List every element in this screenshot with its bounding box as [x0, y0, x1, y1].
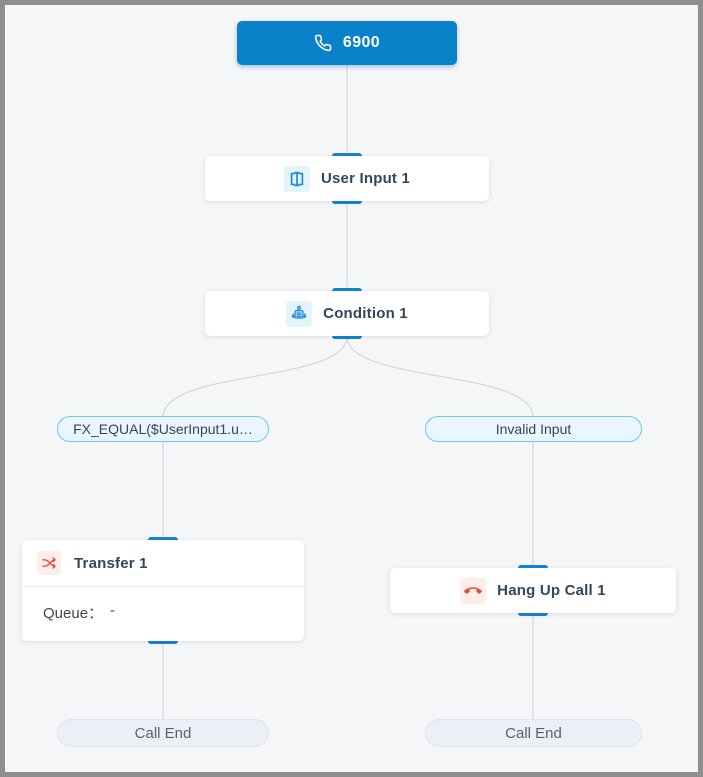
- branch-match-label: FX_EQUAL($UserInput1.u…: [73, 421, 253, 437]
- node-transfer[interactable]: Transfer 1 Queue： -: [22, 540, 304, 641]
- transfer-header: Transfer 1: [22, 540, 304, 587]
- condition-icon: [286, 300, 313, 327]
- node-user-input[interactable]: User Input 1: [205, 156, 489, 201]
- hangup-label: Hang Up Call 1: [497, 582, 606, 599]
- call-end-right-label: Call End: [505, 724, 562, 742]
- connector-edges: [162, 65, 534, 721]
- transfer-queue-field-label: Queue：: [43, 605, 104, 622]
- port-transfer-out[interactable]: [148, 638, 178, 644]
- terminal-call-end-right[interactable]: Call End: [425, 719, 642, 747]
- edge-condition-branchleft: [162, 336, 348, 418]
- node-entry-number[interactable]: 6900: [237, 21, 457, 65]
- transfer-queue-field-value: -: [110, 602, 116, 619]
- phone-icon: [314, 34, 332, 52]
- hangup-phone-icon: [460, 577, 487, 604]
- branch-invalid-input[interactable]: Invalid Input: [425, 416, 642, 442]
- transfer-queue-row: Queue： -: [22, 587, 304, 623]
- node-condition[interactable]: Condition 1: [205, 291, 489, 336]
- call-end-left-label: Call End: [134, 724, 192, 742]
- condition-label: Condition 1: [323, 305, 408, 322]
- port-condition-out[interactable]: [332, 333, 362, 339]
- entry-number-label: 6900: [342, 34, 381, 51]
- branch-invalid-label: Invalid Input: [495, 421, 572, 437]
- edge-condition-branchright: [346, 336, 534, 418]
- node-hangup-call[interactable]: Hang Up Call 1: [390, 568, 676, 613]
- port-userinput-out[interactable]: [332, 198, 362, 204]
- user-input-label: User Input 1: [320, 170, 411, 187]
- shuffle-icon: [37, 551, 61, 575]
- transfer-label: Transfer 1: [74, 554, 148, 572]
- terminal-call-end-left[interactable]: Call End: [57, 719, 269, 747]
- user-input-icon: [283, 165, 310, 192]
- branch-condition-match[interactable]: FX_EQUAL($UserInput1.u…: [57, 416, 269, 442]
- port-hangup-out[interactable]: [518, 610, 548, 616]
